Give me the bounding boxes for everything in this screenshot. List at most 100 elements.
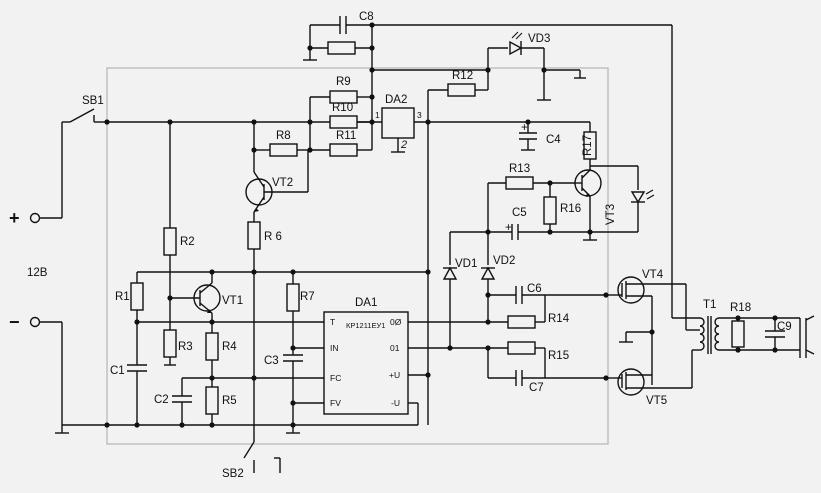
supply-minus-terminal [29, 316, 63, 425]
vd1-label: VD1 [455, 258, 477, 270]
transformer-t1 [699, 316, 720, 354]
resistor-c8-parallel [327, 41, 356, 55]
da2-pin1-label: 1 [375, 110, 380, 120]
resistor-r6 [247, 221, 261, 250]
ground-symbol-top [303, 48, 317, 61]
r17-label: R17 [582, 135, 594, 156]
da1-part-label: КР1211ЕУ1 [346, 321, 385, 330]
r9-label: R9 [336, 76, 351, 88]
resistor-r10 [329, 115, 358, 129]
mosfet-vt5 [606, 368, 692, 396]
r12-label: R12 [452, 70, 473, 82]
resistor-r3 [163, 329, 177, 358]
da1-pin-fv: FV [330, 398, 341, 408]
capacitor-c7 [515, 370, 523, 386]
c4-plus-sign: + [521, 122, 528, 134]
ground-symbol-da2 [391, 138, 405, 153]
resistor-r15 [507, 341, 536, 355]
vt5-label: VT5 [646, 395, 667, 407]
resistor-r7 [286, 283, 300, 312]
supply-plus-terminal [29, 122, 63, 224]
r7-label: R7 [300, 291, 315, 303]
r11-label: R11 [336, 130, 356, 142]
r2-label: R2 [180, 236, 195, 248]
c5-plus-sign: + [505, 222, 512, 234]
c7-label: C7 [529, 382, 544, 394]
c3-label: C3 [264, 355, 279, 367]
da1-pin-t: T [330, 317, 335, 327]
c8-label: C8 [359, 11, 374, 23]
led-indicator-right [630, 189, 655, 204]
resistor-r5 [205, 386, 219, 415]
vt4-label: VT4 [642, 269, 664, 281]
da2-label: DA2 [385, 94, 407, 106]
sb2-label: SB2 [222, 468, 244, 480]
r14-label: R14 [548, 313, 570, 325]
r5-label: R5 [222, 395, 237, 407]
led-vd3 [509, 31, 523, 56]
capacitor-c2 [172, 395, 192, 403]
supply-plus-label: + [9, 208, 20, 228]
resistor-r1 [130, 282, 144, 311]
capacitor-c8 [339, 16, 347, 34]
t1-label: T1 [703, 299, 716, 311]
capacitor-c1 [127, 364, 147, 372]
c9-label: C9 [777, 321, 792, 333]
transistor-vt2 [245, 171, 308, 213]
resistor-r12 [447, 83, 476, 97]
vt2-label: VT2 [272, 177, 293, 189]
switch-sb1 [62, 108, 107, 123]
capacitor-c3 [283, 354, 303, 362]
diode-vd2 [480, 266, 496, 280]
da1-pin-in: IN [330, 343, 339, 353]
vd3-label: VD3 [528, 33, 550, 45]
resistor-r8 [269, 143, 298, 157]
r18-label: R18 [730, 302, 751, 314]
resistor-r14 [507, 315, 536, 329]
da1-pin-minusu: -U [391, 398, 400, 408]
vt3-label: VT3 [605, 204, 617, 225]
resistor-r18 [731, 320, 745, 348]
r6-label: R 6 [264, 231, 282, 243]
da1-pin-00: 0Ø [390, 317, 402, 327]
capacitor-c5 [511, 224, 519, 240]
da2-pin2-label: 2 [400, 139, 407, 151]
supply-voltage-label: 12В [27, 267, 48, 279]
resistor-r2 [163, 227, 177, 256]
da2-pin3-label: 3 [417, 110, 422, 120]
vt1-label: VT1 [222, 295, 243, 307]
sb1-label: SB1 [82, 95, 104, 107]
r8-label: R8 [276, 130, 291, 142]
r10-label: R10 [332, 102, 353, 114]
resistor-r11 [329, 143, 358, 157]
ground-symbol-left [55, 425, 69, 434]
capacitor-c6 [515, 286, 523, 304]
vd2-label: VD2 [493, 255, 515, 267]
resistor-r16 [543, 196, 557, 225]
mosfet-vt4 [606, 276, 652, 304]
c4-label: C4 [546, 134, 561, 146]
c6-label: C6 [527, 283, 542, 295]
ic-da1 [323, 311, 409, 415]
c2-label: C2 [154, 394, 169, 406]
supply-minus-label: − [9, 312, 20, 332]
da1-pin-01: 01 [390, 343, 400, 353]
resistor-r4 [205, 332, 219, 361]
da1-label: DA1 [355, 297, 377, 309]
r4-label: R4 [222, 341, 237, 353]
c5-label: C5 [512, 207, 527, 219]
board-outline [106, 67, 609, 445]
regulator-da2 [381, 107, 415, 139]
r13-label: R13 [509, 163, 530, 175]
switch-sb2 [243, 440, 281, 473]
r1-label: R1 [115, 291, 130, 303]
da1-pin-fc: FC [330, 373, 341, 383]
ground-symbol-bottom [286, 425, 300, 434]
output-terminals [799, 315, 815, 358]
r16-label: R16 [560, 203, 581, 215]
transistor-vt1 [193, 272, 221, 322]
c1-label: C1 [110, 365, 125, 377]
resistor-r13 [505, 176, 534, 190]
da1-pin-plusu: +U [389, 370, 400, 380]
